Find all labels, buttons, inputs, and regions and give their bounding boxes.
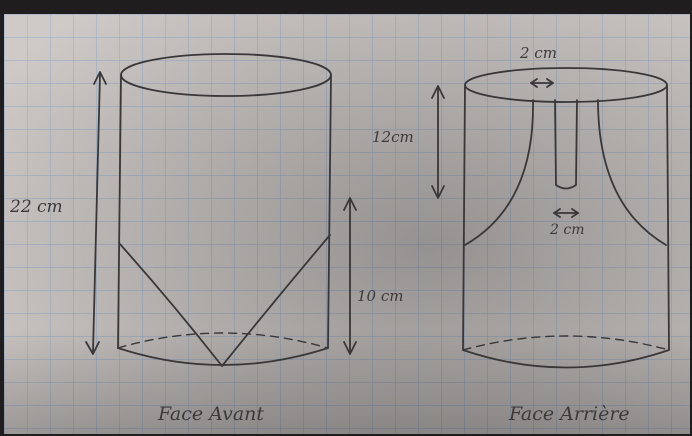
front-cut-arrow bbox=[343, 197, 357, 355]
back-bottom-arc bbox=[462, 349, 670, 369]
back-slot-height-label: 12cm bbox=[372, 128, 414, 146]
back-slot-bottom-arrow bbox=[553, 208, 579, 218]
front-right-edge bbox=[327, 74, 332, 349]
front-bottom-hidden-arc bbox=[117, 332, 329, 349]
back-cylinder bbox=[462, 67, 670, 369]
back-slot bbox=[554, 99, 578, 190]
front-height-label: 22 cm bbox=[9, 197, 63, 217]
back-right-edge bbox=[666, 84, 670, 351]
back-cut-right bbox=[597, 99, 667, 246]
front-caption: Face Avant bbox=[157, 403, 264, 425]
front-cut-left bbox=[118, 242, 223, 367]
front-cut-label: 10 cm bbox=[357, 287, 403, 305]
back-bottom-hidden-arc bbox=[462, 335, 670, 351]
front-left-edge bbox=[117, 74, 122, 349]
back-caption: Face Arrière bbox=[508, 403, 630, 425]
back-slot-top-arrow bbox=[530, 78, 554, 88]
back-cut-left bbox=[464, 99, 534, 246]
back-left-edge bbox=[462, 84, 466, 351]
front-cut-right bbox=[221, 234, 331, 367]
front-height-arrow bbox=[85, 71, 107, 355]
back-slot-height-arrow bbox=[431, 85, 445, 199]
paper-bottom-shadow bbox=[4, 14, 690, 434]
back-slot-top-label: 2 cm bbox=[519, 44, 557, 62]
back-slot-bottom-label: 2 cm bbox=[549, 222, 584, 238]
front-cylinder bbox=[117, 53, 332, 367]
